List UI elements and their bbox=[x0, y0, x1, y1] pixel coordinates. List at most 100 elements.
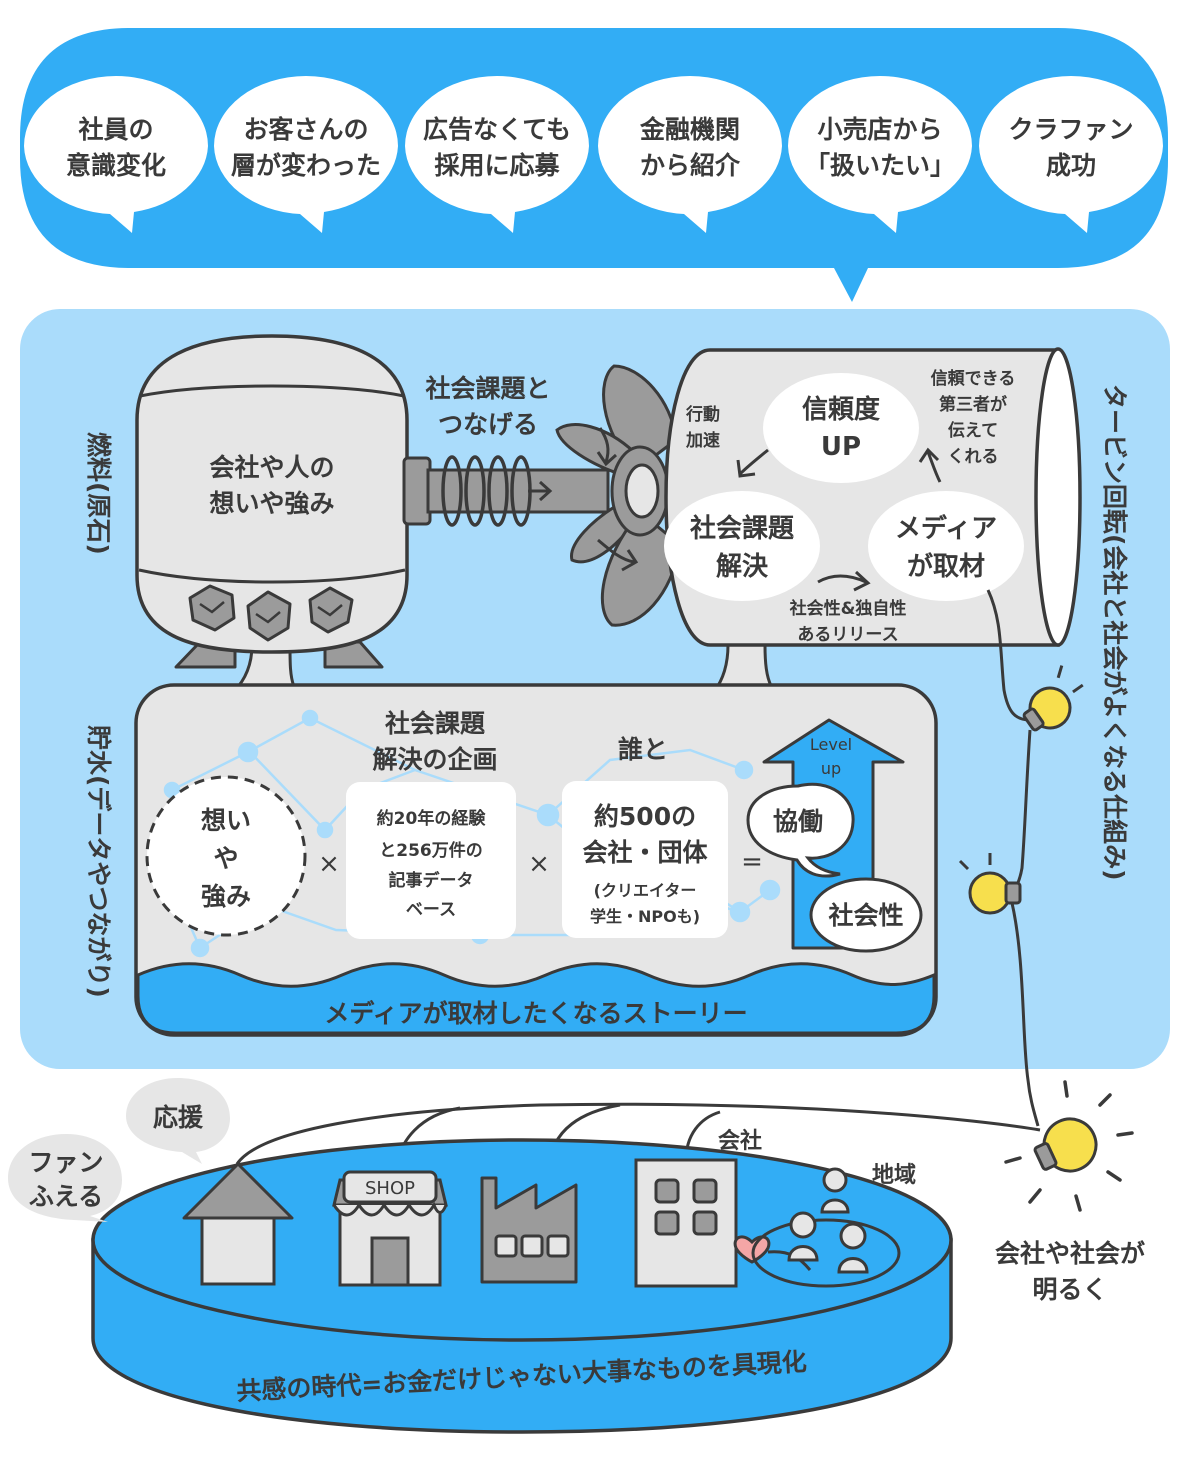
cycle-third-line1: 信頼できる bbox=[931, 368, 1016, 389]
ore-rock bbox=[308, 586, 354, 634]
shop-sign: SHOP bbox=[365, 1178, 415, 1199]
cycle-arrow bbox=[736, 448, 769, 478]
collab-label: 協働 bbox=[773, 807, 823, 836]
cheer-bubble: 応援 bbox=[126, 1078, 230, 1164]
reservoir-story: メディアが取材したくなるストーリー bbox=[324, 999, 747, 1028]
ore-rock bbox=[188, 584, 236, 632]
fans-line1: ファン bbox=[28, 1148, 103, 1177]
social-bubble bbox=[809, 877, 923, 953]
spring-coil bbox=[441, 455, 532, 527]
cycle-media-node bbox=[868, 491, 1024, 601]
data-line3: 記事データ bbox=[389, 870, 474, 891]
cheer-label: 応援 bbox=[153, 1103, 204, 1132]
tank-bottom-band bbox=[138, 568, 406, 584]
company-label: 会社 bbox=[718, 1128, 762, 1154]
region-label: 地域 bbox=[872, 1162, 916, 1188]
cycle-accel-line1: 行動 bbox=[685, 404, 720, 425]
turbine-end-cap bbox=[1034, 347, 1082, 647]
outcome-label-line2: 意識変化 bbox=[66, 151, 166, 180]
outcome-label-line2: 採用に応募 bbox=[434, 151, 560, 180]
data-box bbox=[346, 782, 516, 939]
house-icon bbox=[182, 1162, 294, 1286]
cycle-trust-line2: UP bbox=[821, 432, 861, 462]
times-sign: × bbox=[318, 849, 340, 879]
outcome-label-line2: 層が変わった bbox=[231, 151, 381, 180]
tank-label-line1: 会社や人の bbox=[209, 453, 334, 482]
equals-sign: = bbox=[741, 847, 763, 877]
spring-shaft bbox=[402, 455, 610, 527]
outcome-label-line1: お客さんの bbox=[243, 115, 368, 144]
light-bulb-icon bbox=[1022, 665, 1084, 732]
data-line1: 約20年の経験 bbox=[377, 808, 487, 829]
ore-rock bbox=[246, 590, 292, 642]
outcomes-banner: 社員の意識変化お客さんの層が変わった広告なくても採用に応募金融機関から紹介小売店… bbox=[20, 28, 1168, 302]
outcome-label-line2: 「扱いたい」 bbox=[805, 151, 955, 180]
cycle-third-line2: 第三者が bbox=[939, 394, 1007, 415]
thought-circle bbox=[145, 775, 307, 937]
thought-line3: 強み bbox=[201, 882, 251, 911]
tank-label-line2: 想いや強み bbox=[209, 489, 334, 518]
bright-line2: 明るく bbox=[1032, 1275, 1107, 1304]
fan-arrow bbox=[596, 427, 618, 467]
factory-icon bbox=[480, 1176, 578, 1284]
cycle-trust-node bbox=[763, 373, 919, 483]
fuel-tank: 会社や人の 想いや強み bbox=[135, 334, 409, 669]
outcome-bubble: 小売店から「扱いたい」 bbox=[788, 76, 972, 233]
society-platform: 共感の時代=お金だけじゃない大事なものを具現化 SHOP 会社 bbox=[91, 1128, 953, 1434]
data-line4: ベース bbox=[406, 900, 456, 920]
with-label: 誰と bbox=[618, 735, 668, 764]
cycle-third-line4: くれる bbox=[948, 447, 999, 467]
outcome-label-line1: 社員の bbox=[78, 115, 153, 144]
fans-bubble: ファン ふえる bbox=[8, 1134, 122, 1222]
office-building-icon bbox=[634, 1158, 738, 1288]
social-label: 社会性 bbox=[828, 901, 903, 930]
outcome-bubble-shape bbox=[979, 76, 1163, 233]
outcome-label-line1: 小売店から bbox=[817, 115, 942, 144]
reservoir-water bbox=[136, 962, 936, 1035]
tank-top-band bbox=[139, 384, 405, 398]
levelup-line2: up bbox=[821, 759, 841, 778]
levelup-line1: Level bbox=[810, 735, 852, 754]
cycle-media-line2: が取材 bbox=[907, 551, 985, 582]
bright-bulb-icon bbox=[1033, 1117, 1098, 1173]
fuel-side-label: 燃料(原石) bbox=[84, 432, 113, 555]
outcome-bubble-shape bbox=[598, 76, 782, 233]
outcome-label-line1: 広告なくても bbox=[423, 115, 571, 144]
outcome-bubble-shape bbox=[214, 76, 398, 233]
cycle-trust-line1: 信頼度 bbox=[802, 394, 880, 425]
person-icon bbox=[837, 1222, 869, 1274]
data-line2: と256万件の bbox=[379, 840, 483, 861]
community-group bbox=[733, 1167, 901, 1288]
bright-rays bbox=[1004, 1080, 1134, 1212]
reservoir: メディアが取材したくなるストーリー 社会課題 解決の企画 誰と 想い や 強み … bbox=[134, 683, 938, 1037]
shaft-arrow bbox=[528, 480, 553, 502]
cycle-release-line1: 社会性&独自性 bbox=[789, 598, 907, 619]
turbine-side-label: タービン回転(会社と社会がよくなる仕組み) bbox=[1100, 384, 1129, 881]
cycle-accel-line2: 加速 bbox=[685, 430, 720, 451]
cycle-solve-line1: 社会課題 bbox=[690, 513, 795, 544]
cycle-arrow bbox=[817, 570, 871, 592]
outcome-bubble-shape bbox=[405, 76, 589, 233]
plan-label-line2: 解決の企画 bbox=[372, 745, 497, 774]
shop-icon bbox=[332, 1170, 448, 1287]
times-sign: × bbox=[528, 849, 550, 879]
light-bulb-icon bbox=[958, 853, 1022, 915]
outcome-label-line2: 成功 bbox=[1046, 151, 1096, 180]
partner-box bbox=[562, 781, 728, 938]
cycle-third-line3: 伝えて bbox=[948, 420, 998, 441]
outcome-label-line1: 金融機関 bbox=[639, 115, 740, 144]
person-icon bbox=[820, 1167, 850, 1214]
partner-line3: (クリエイター bbox=[594, 881, 697, 900]
person-icon bbox=[787, 1211, 819, 1262]
outcome-label-line2: から紹介 bbox=[640, 151, 741, 180]
partner-line2: 会社・団体 bbox=[582, 838, 708, 867]
reservoir-side-label: 貯水(データやつながり) bbox=[84, 725, 113, 998]
cycle-solve-node bbox=[664, 491, 820, 601]
cycle-release-line2: あるリリース bbox=[797, 625, 898, 645]
